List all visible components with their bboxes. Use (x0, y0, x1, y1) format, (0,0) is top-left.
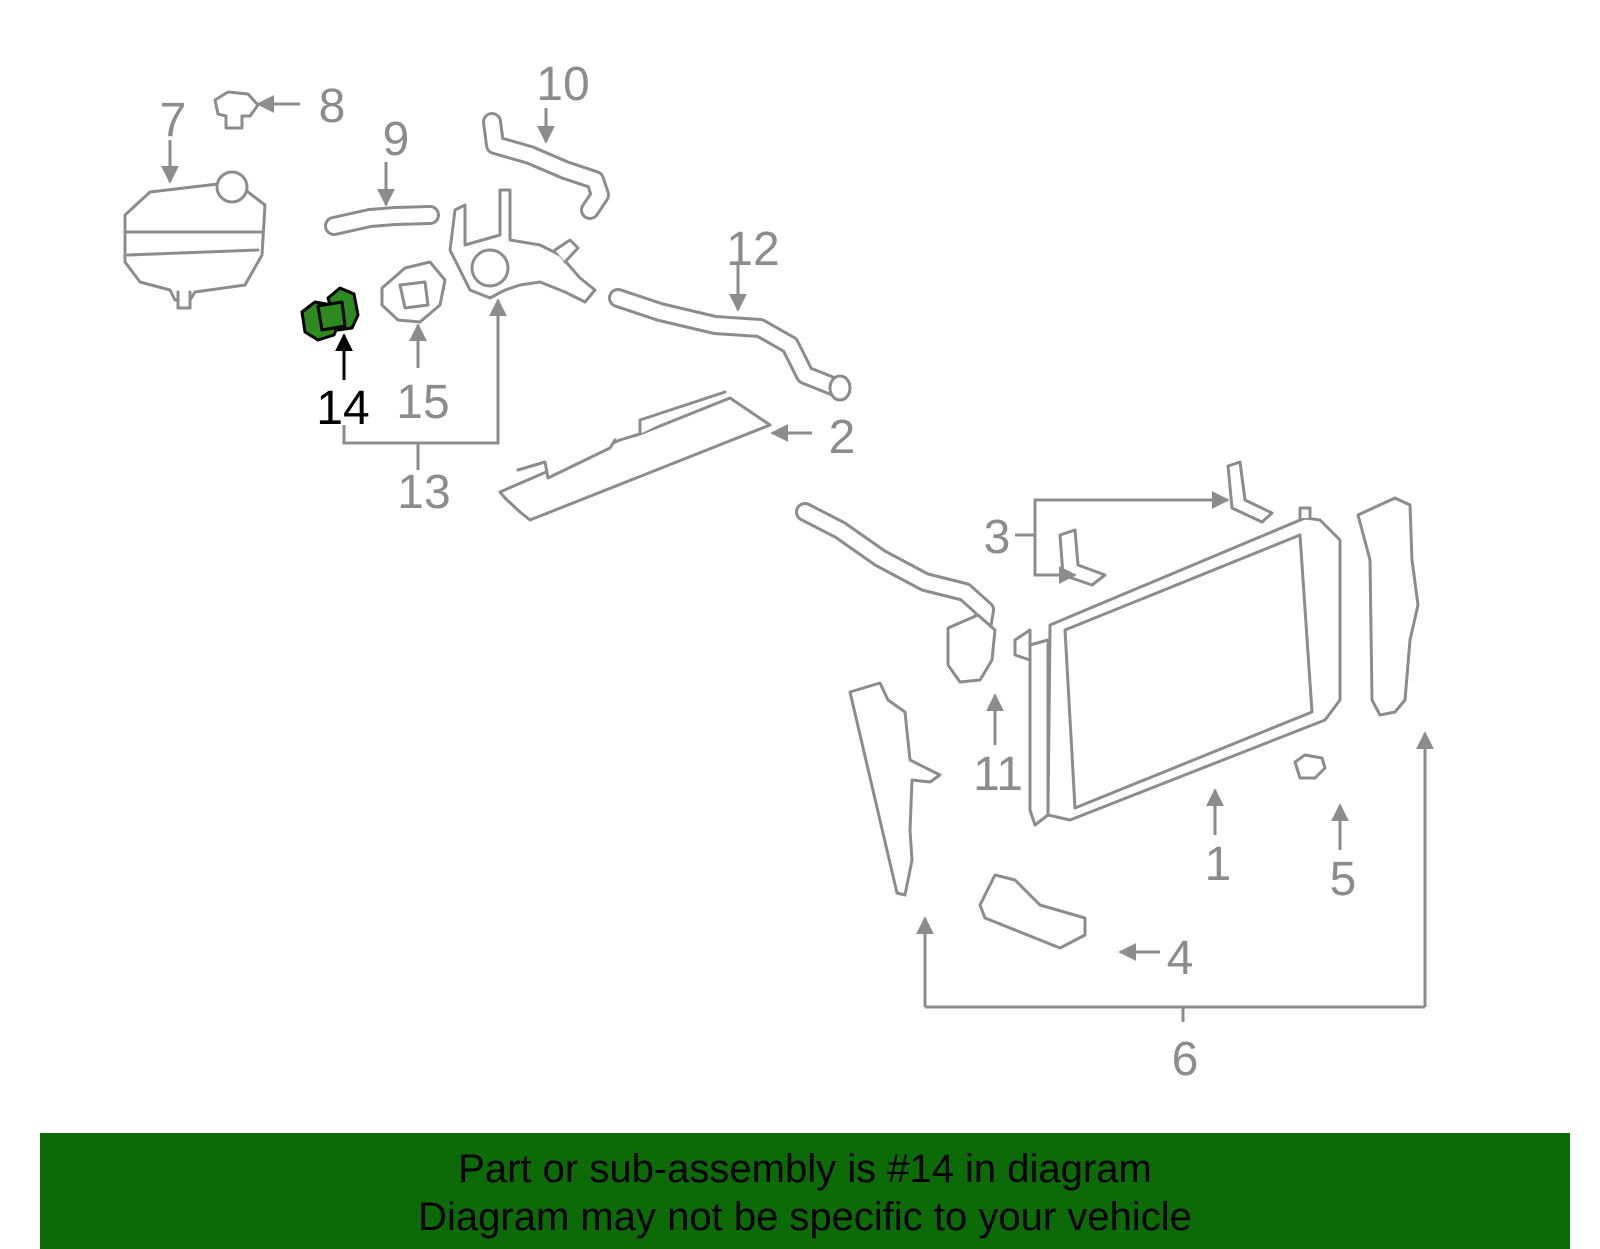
radiator-hose-part[interactable] (608, 288, 852, 402)
callout-13: 13 (397, 466, 450, 519)
right-air-deflector-part[interactable] (1356, 496, 1420, 717)
callout-4: 4 (1167, 932, 1194, 985)
heater-hose-part[interactable] (482, 112, 610, 220)
callout-11: 11 (973, 748, 1023, 801)
reservoir-cap-part[interactable] (213, 90, 260, 130)
callout-labels: 7 8 9 10 12 2 14 15 13 3 11 1 5 4 6 (160, 58, 1357, 1086)
callout-5: 5 (1330, 853, 1357, 906)
footer-banner: Part or sub-assembly is #14 in diagram D… (40, 1133, 1570, 1249)
callout-6: 6 (1172, 1033, 1199, 1086)
callout-1: 1 (1205, 838, 1232, 891)
upper-radiator-hose-part[interactable] (795, 502, 997, 684)
callout-14: 14 (316, 382, 369, 435)
lower-baffle-part[interactable] (978, 873, 1087, 950)
callout-15: 15 (396, 376, 449, 429)
callout-8: 8 (319, 80, 346, 133)
bypass-hose-part[interactable] (324, 205, 440, 236)
upper-baffle-part[interactable] (498, 390, 772, 522)
callout-7: 7 (160, 94, 187, 147)
callout-12: 12 (726, 223, 779, 276)
callout-2: 2 (829, 411, 856, 464)
water-outlet-housing-part[interactable] (448, 188, 597, 304)
radiator-part[interactable] (1013, 506, 1342, 827)
grommet-part[interactable] (1293, 753, 1327, 780)
callout-3: 3 (984, 511, 1011, 564)
gasket-part[interactable] (380, 260, 447, 324)
callout-10: 10 (536, 58, 589, 111)
footer-line-part-number: Part or sub-assembly is #14 in diagram (458, 1147, 1152, 1191)
coolant-reservoir-part[interactable] (123, 170, 267, 310)
upper-mount-bracket-part[interactable] (1226, 460, 1274, 524)
leader-lines (161, 95, 1434, 1022)
lower-mount-bracket-part[interactable] (1058, 528, 1107, 587)
footer-line-disclaimer: Diagram may not be specific to your vehi… (418, 1195, 1192, 1239)
left-air-deflector-part[interactable] (848, 681, 942, 897)
thermostat-part-highlighted[interactable] (300, 286, 360, 342)
callout-9: 9 (383, 113, 410, 166)
